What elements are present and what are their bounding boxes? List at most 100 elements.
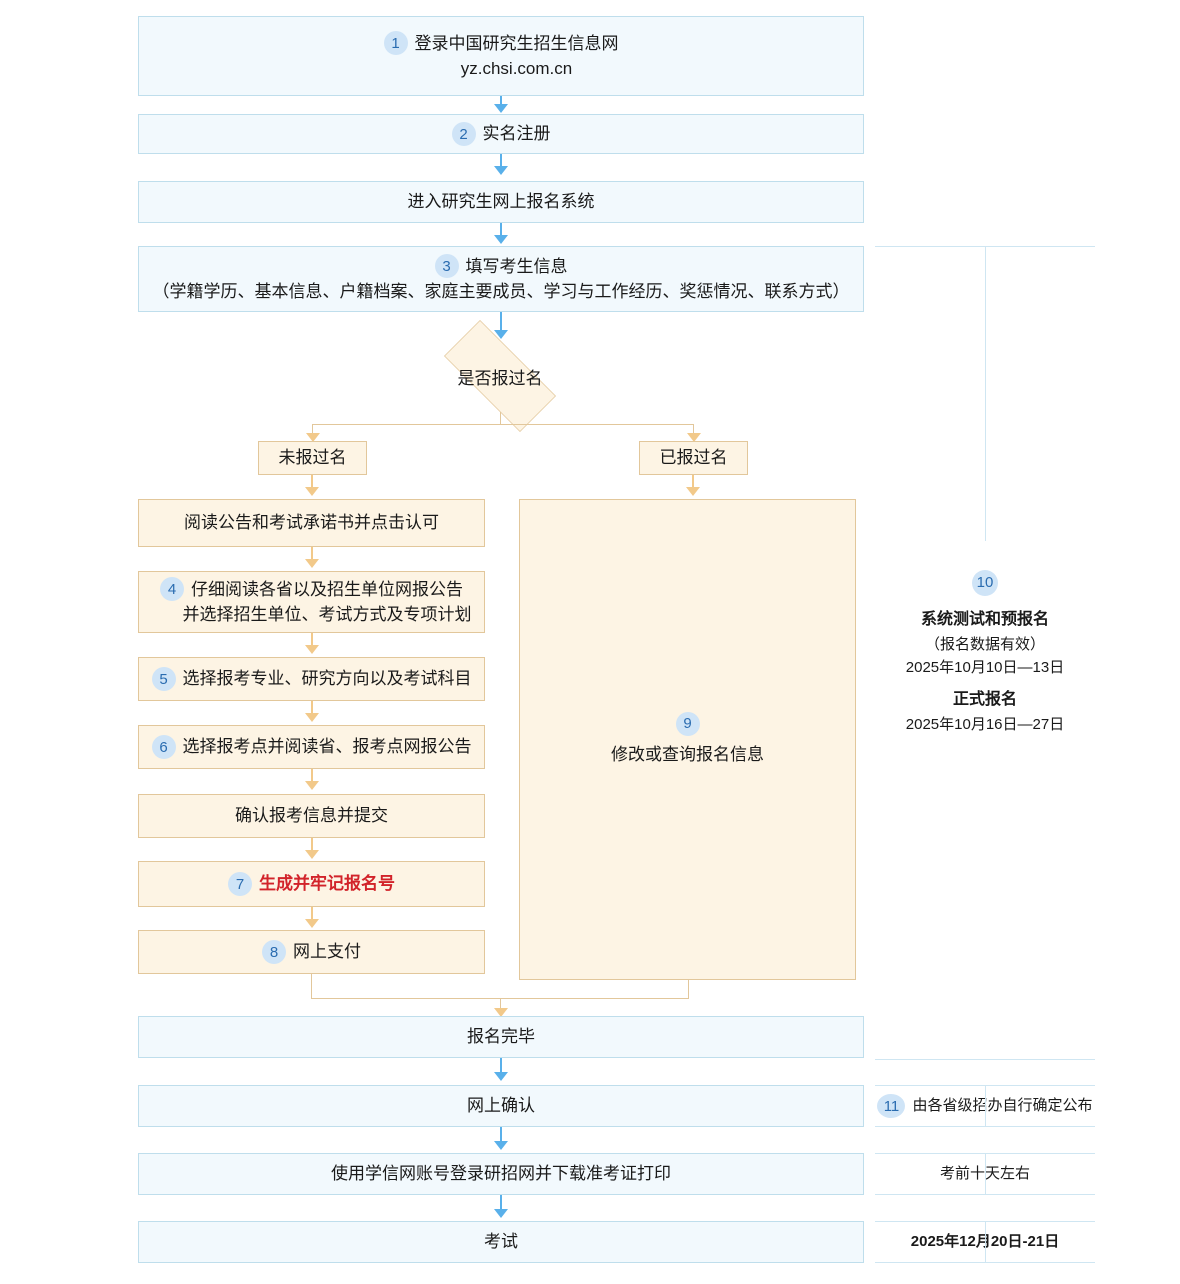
arrowhead-site-to-confirm (305, 781, 319, 790)
node-select-exam-site: 6 选择报考点并阅读省、报考点网报公告 (138, 725, 485, 769)
node-online-confirmation: 网上确认 (138, 1085, 864, 1127)
timeline-registration-date-1: 2025年10月10日—13日 (905, 658, 1065, 676)
node-read-announcements-line1: 4 仔细阅读各省以及招生单位网报公告 (160, 577, 463, 603)
node-exam: 考试 (138, 1221, 864, 1263)
connector-confirm-to-number (311, 838, 313, 852)
arrowhead-readnotice-to-announce (305, 559, 319, 568)
node-download-admission-ticket: 使用学信网账号登录研招网并下载准考证打印 (138, 1153, 864, 1195)
node-modify-or-query-label: 修改或查询报名信息 (611, 744, 764, 764)
decision-label: 是否报过名 (457, 368, 543, 388)
node-enter-system-label: 进入研究生网上报名系统 (407, 192, 595, 212)
node-online-payment-inner: 8 网上支付 (262, 939, 361, 965)
arrowhead-number-to-pay (305, 919, 319, 928)
node-generate-registration-number-inner: 7 生成并牢记报名号 (228, 871, 395, 897)
node-modify-or-query: 9 修改或查询报名信息 (519, 499, 856, 980)
arrowhead-fillinfo-to-decision (494, 330, 508, 339)
node-read-announcements-text1: 仔细阅读各省以及招生单位网报公告 (191, 579, 463, 599)
node-generate-registration-number: 7 生成并牢记报名号 (138, 861, 485, 907)
decision-has-registered: 是否报过名 (424, 320, 576, 432)
node-login-url: yz.chsi.com.cn (460, 59, 573, 78)
branch-label-not-registered-text: 未报过名 (278, 448, 347, 468)
node-read-announcements: 4 仔细阅读各省以及招生单位网报公告 并选择招生单位、考试方式及专项计划 (138, 571, 485, 633)
timeline-divider-confirm (985, 1086, 986, 1127)
node-confirm-submit: 确认报考信息并提交 (138, 794, 485, 838)
step-badge-6: 6 (151, 735, 176, 759)
timeline-ticket-text: 考前十天左右 (939, 1165, 1030, 1183)
step-badge-1: 1 (383, 31, 408, 56)
timeline-divider-ticket (985, 1154, 986, 1195)
node-generate-registration-number-label: 生成并牢记报名号 (259, 874, 395, 894)
node-signup-complete-label: 报名完毕 (467, 1027, 535, 1047)
merge-right-stem (688, 980, 689, 999)
node-select-major-inner: 5 选择报考专业、研究方向以及考试科目 (151, 666, 472, 692)
step-badge-3: 3 (434, 254, 459, 279)
merge-center-drop (500, 998, 501, 1010)
node-download-admission-ticket-label: 使用学信网账号登录研招网并下载准考证打印 (331, 1164, 671, 1184)
arrowhead-right-label-down (686, 487, 700, 496)
step-badge-4: 4 (160, 577, 184, 602)
connector-realname-to-system (500, 154, 502, 168)
timeline-cell-online-confirmation: 11 由各省级招办自行确定公布 (875, 1085, 1095, 1127)
timeline-exam-text: 2025年12月20日-21日 (910, 1233, 1060, 1251)
node-select-exam-site-label: 选择报考点并阅读省、报考点网报公告 (182, 737, 472, 757)
node-select-major: 5 选择报考专业、研究方向以及考试科目 (138, 657, 485, 701)
step-badge-10: 10 (972, 569, 998, 596)
connector-system-to-fillinfo (500, 223, 502, 237)
branch-right-drop (693, 424, 694, 436)
connector-site-to-confirm (311, 769, 313, 783)
node-online-payment-label: 网上支付 (293, 942, 361, 962)
node-realname-inner: 2 实名注册 (451, 121, 551, 147)
arrowhead-realname-to-system (494, 166, 508, 175)
node-login: 1 登录中国研究生招生信息网 yz.chsi.com.cn (138, 16, 864, 96)
branch-label-already-registered-text: 已报过名 (659, 448, 728, 468)
step-badge-11: 11 (877, 1094, 906, 1118)
node-enter-system: 进入研究生网上报名系统 (138, 181, 864, 223)
merge-left-stem (311, 974, 312, 999)
arrowhead-major-to-site (305, 713, 319, 722)
node-read-notice-label: 阅读公告和考试承诺书并点击认可 (184, 513, 439, 533)
connector-right-label-down (692, 475, 694, 489)
arrowhead-system-to-fillinfo (494, 235, 508, 244)
node-fill-info-line1: 3 填写考生信息 (434, 254, 568, 280)
step-badge-7: 7 (228, 872, 252, 896)
timeline-registration-sub-1: （报名数据有效） (924, 635, 1045, 653)
timeline-registration-title-1: 系统测试和预报名 (920, 610, 1049, 628)
timeline-confirm-text: 由各省级招办自行确定公布 (912, 1097, 1093, 1115)
node-confirm-submit-label: 确认报考信息并提交 (235, 806, 388, 826)
connector-left-label-down (311, 475, 313, 489)
node-exam-label: 考试 (484, 1232, 518, 1252)
branch-left-drop (312, 424, 313, 436)
node-realname-register: 2 实名注册 (138, 114, 864, 154)
timeline-divider-exam (985, 1222, 986, 1263)
connector-login-to-realname (500, 96, 502, 108)
branch-label-not-registered: 未报过名 (258, 441, 367, 475)
connector-number-to-pay (311, 907, 313, 921)
node-select-exam-site-inner: 6 选择报考点并阅读省、报考点网报公告 (151, 734, 472, 760)
node-login-line1: 1 登录中国研究生招生信息网 (383, 31, 619, 57)
connector-fillinfo-to-decision (500, 312, 502, 334)
connector-announce-to-major (311, 633, 313, 647)
arrowhead-branch-left (306, 433, 320, 442)
connector-major-to-site (311, 701, 313, 715)
node-select-major-label: 选择报考专业、研究方向以及考试科目 (182, 669, 472, 689)
node-fill-candidate-info: 3 填写考生信息 （学籍学历、基本信息、户籍档案、家庭主要成员、学习与工作经历、… (138, 246, 864, 312)
step-badge-2: 2 (451, 122, 476, 146)
branch-crossbar (312, 424, 694, 425)
node-realname-label: 实名注册 (482, 124, 551, 144)
timeline-registration-date-2: 2025年10月16日—27日 (905, 715, 1065, 733)
timeline-confirm-inner: 11 由各省级招办自行确定公布 (877, 1094, 1093, 1118)
arrowhead-login-to-realname (494, 104, 508, 113)
connector-ticket-to-exam (500, 1195, 502, 1211)
connector-confirm-to-ticket (500, 1127, 502, 1143)
branch-stem (500, 412, 501, 425)
node-signup-complete: 报名完毕 (138, 1016, 864, 1058)
connector-done-to-confirm (500, 1058, 502, 1074)
node-read-notice: 阅读公告和考试承诺书并点击认可 (138, 499, 485, 547)
node-fill-info-title: 填写考生信息 (465, 256, 568, 276)
node-read-announcements-text2: 并选择招生单位、考试方式及专项计划 (182, 605, 472, 624)
node-online-payment: 8 网上支付 (138, 930, 485, 974)
arrowhead-announce-to-major (305, 645, 319, 654)
connector-readnotice-to-announce (311, 547, 313, 561)
arrowhead-ticket-to-exam (494, 1209, 508, 1218)
arrowhead-done-to-confirm (494, 1072, 508, 1081)
